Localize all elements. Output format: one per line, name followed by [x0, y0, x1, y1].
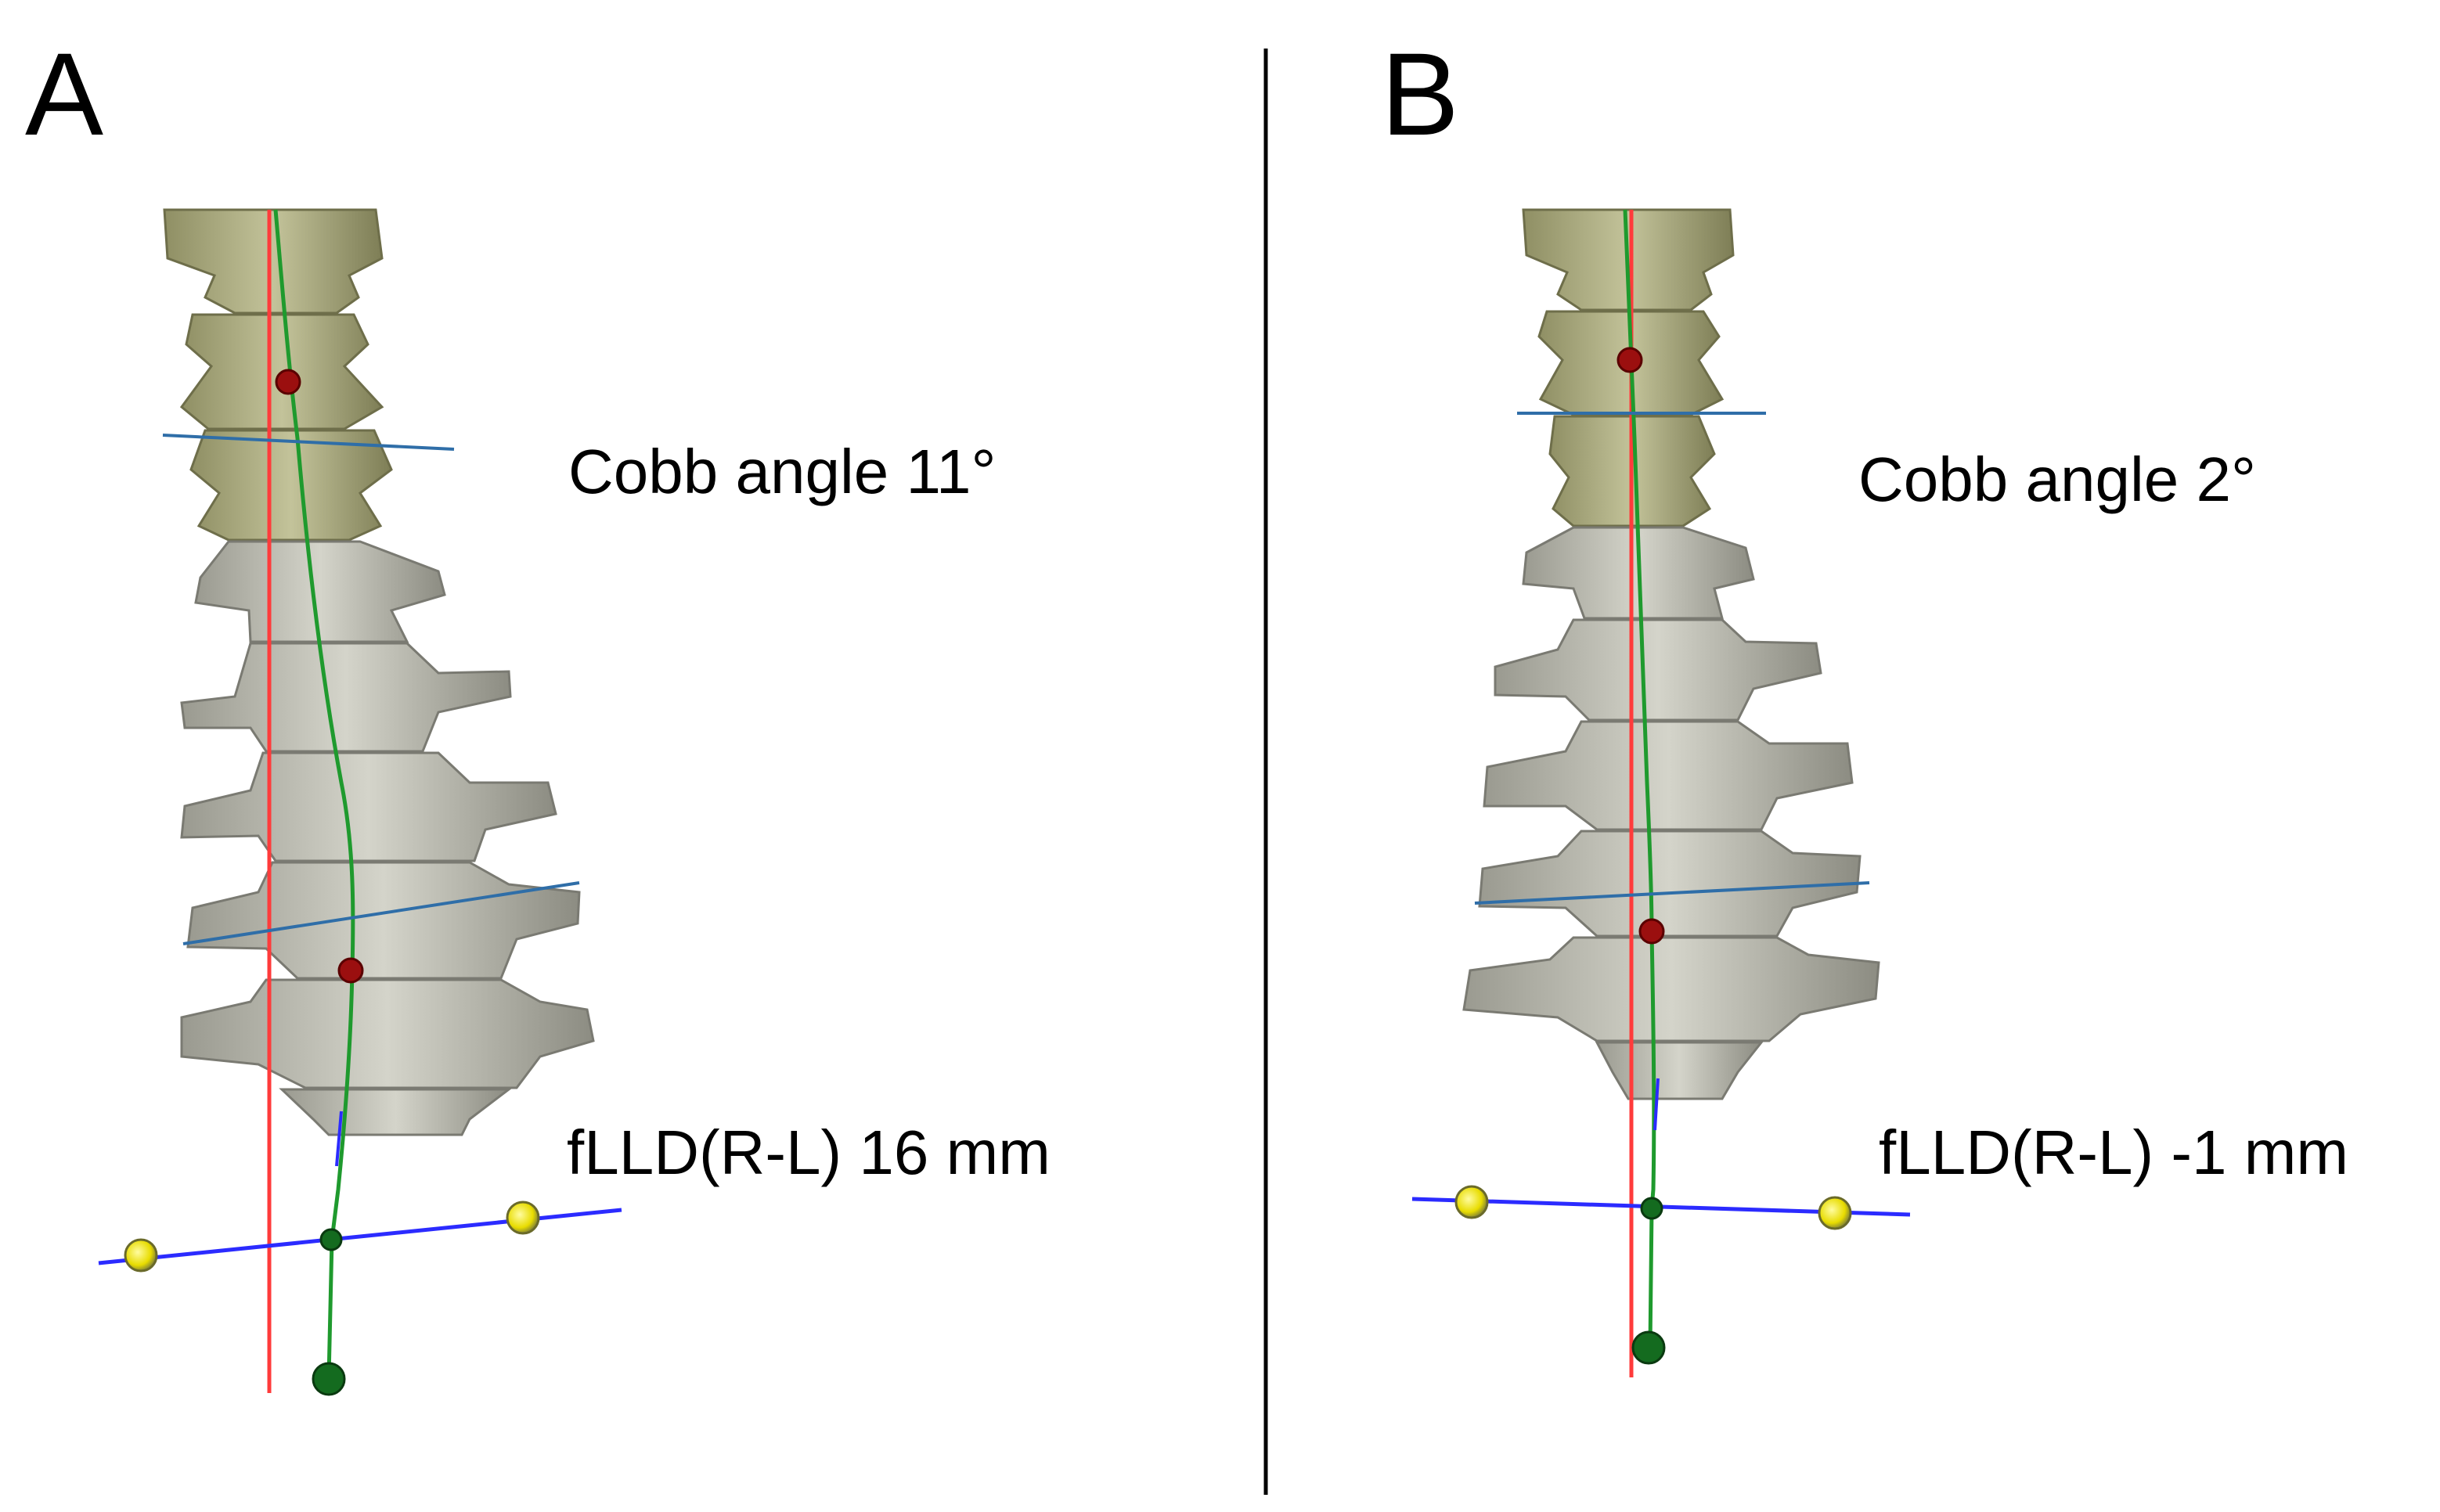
- panel-a-vertebra-6: [180, 751, 557, 862]
- panel-a-vertebra-4: [194, 540, 446, 643]
- panel-a-vertebra-5: [180, 642, 512, 753]
- panel-b-left-hip-marker: [1454, 1185, 1489, 1219]
- panel-a-flld-label: fLLD(R-L) 16 mm: [567, 1118, 1051, 1187]
- panel-b: B Cobb angle 2°: [1381, 28, 2348, 1377]
- panel-a-vertebra-9: [279, 1088, 513, 1136]
- panel-b-letter: B: [1381, 28, 1459, 160]
- panel-a-sacrum-marker: [312, 1362, 346, 1396]
- panel-b-right-hip-marker: [1818, 1196, 1852, 1230]
- panel-b-sacrum-marker: [1631, 1330, 1666, 1365]
- panel-a-apex-lower-marker: [337, 957, 364, 984]
- panel-a-right-hip-marker: [506, 1201, 540, 1235]
- panel-a-vertebra-7: [186, 861, 581, 980]
- panel-b-spine-model: [1462, 208, 1880, 1100]
- panel-a-vertebra-3: [189, 429, 393, 542]
- panel-a: A Cobb angle 11°: [25, 28, 1051, 1396]
- panel-a-vertebra-1: [163, 208, 384, 315]
- panel-b-vertebra-8: [1462, 936, 1880, 1042]
- panel-a-pelvic-midpoint-marker: [319, 1228, 343, 1251]
- panel-a-vertebra-8: [180, 978, 595, 1089]
- panel-b-apex-upper-marker: [1616, 347, 1643, 373]
- panel-b-vertebra-6: [1483, 720, 1854, 831]
- panel-b-pelvic-tick: [1653, 1078, 1660, 1131]
- panel-a-apex-upper-marker: [275, 369, 301, 395]
- panel-b-flld-label: fLLD(R-L) -1 mm: [1879, 1118, 2348, 1187]
- panel-b-apex-lower-marker: [1638, 918, 1665, 945]
- panel-b-vertebra-9: [1595, 1041, 1764, 1100]
- panel-a-left-hip-marker: [124, 1238, 158, 1273]
- panel-a-letter: A: [25, 28, 103, 160]
- panel-a-spine-model: [163, 208, 595, 1136]
- panel-a-pelvic-tick: [335, 1111, 343, 1167]
- panel-a-cobb-upper-line: [162, 434, 455, 451]
- panel-b-vertebra-7: [1478, 830, 1862, 938]
- panel-b-cobb-lower-line: [1474, 881, 1870, 905]
- panel-b-cobb-angle-label: Cobb angle 2°: [1858, 445, 2256, 514]
- panel-a-cobb-lower-line: [182, 881, 580, 945]
- panel-a-cobb-angle-label: Cobb angle 11°: [568, 437, 996, 506]
- panel-b-pelvic-midpoint-marker: [1640, 1197, 1663, 1220]
- panel-b-vertebra-5: [1494, 618, 1822, 722]
